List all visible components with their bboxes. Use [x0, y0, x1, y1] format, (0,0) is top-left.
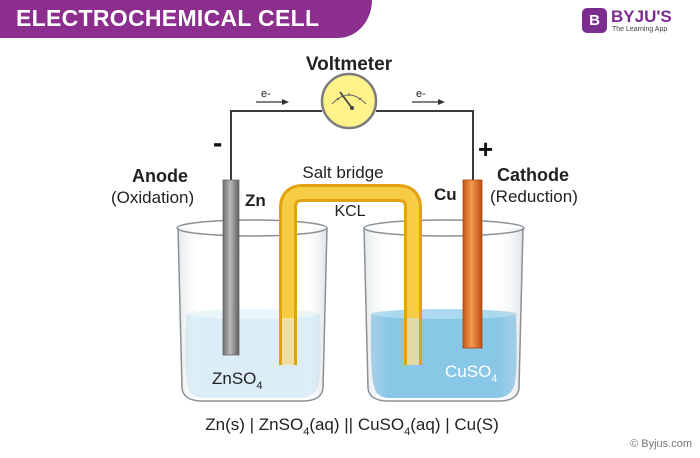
logo-icon: B: [582, 8, 607, 33]
zinc-label: Zn: [245, 191, 266, 210]
byjus-logo: B BYJU'S The Learning App: [582, 7, 692, 38]
voltmeter-icon: [320, 72, 378, 130]
electron-arrow-right: [412, 99, 445, 105]
right-beaker: [363, 219, 525, 402]
page-title: ELECTROCHEMICAL CELL: [16, 5, 320, 31]
title-banner: ELECTROCHEMICAL CELL: [0, 0, 372, 38]
copper-electrode: [462, 179, 483, 349]
voltmeter-label: Voltmeter: [306, 54, 393, 75]
anode-process: (Oxidation): [111, 188, 194, 207]
logo-name: BYJU'S: [611, 7, 672, 26]
electron-label-left: e-: [261, 88, 271, 100]
cell-notation: Zn(s) | ZnSO4(aq) || CuSO4(aq) | Cu(S): [205, 415, 499, 438]
plus-sign: +: [478, 134, 493, 164]
cathode-title: Cathode: [497, 165, 569, 185]
external-wire: [230, 110, 474, 184]
copper-label: Cu: [434, 185, 457, 204]
salt-bridge-label: Salt bridge: [302, 163, 383, 182]
anode-title: Anode: [132, 166, 188, 186]
logo-tagline: The Learning App: [612, 26, 668, 33]
electron-arrow-left: [256, 99, 289, 105]
znso4-label: ZnSO4: [212, 369, 263, 392]
copyright-text: © Byjus.com: [630, 438, 692, 450]
zinc-electrode: [222, 179, 240, 356]
kcl-label: KCL: [334, 203, 365, 220]
cathode-process: (Reduction): [490, 187, 578, 206]
cuso4-label: CuSO4: [445, 362, 497, 385]
minus-sign: -: [213, 127, 222, 158]
electron-label-right: e-: [416, 88, 426, 100]
